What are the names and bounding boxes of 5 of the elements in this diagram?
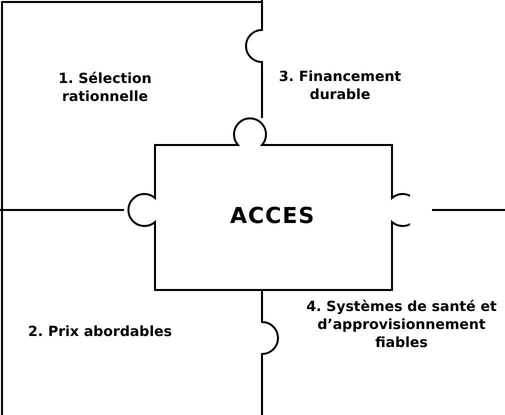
piece-label: 4. Systèmes de santé et d’approvisionnement fiables [300, 298, 503, 352]
piece-label: 1. Sélection rationnelle [30, 70, 180, 106]
piece-label: 3. Financement durable [275, 68, 405, 104]
piece-label: 2. Prix abordables [25, 323, 175, 341]
piece-label: ACCES [230, 204, 316, 229]
